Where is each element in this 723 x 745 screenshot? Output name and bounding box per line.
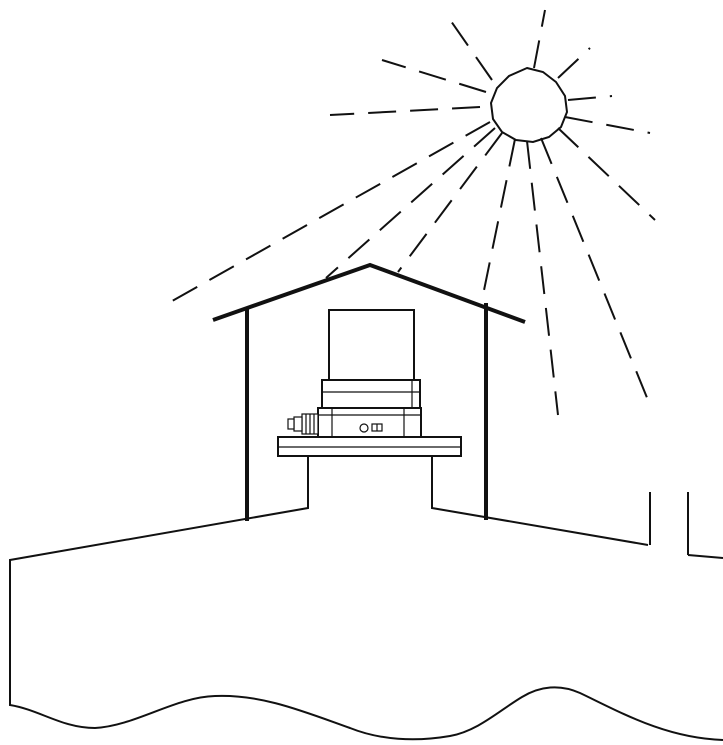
sun-ray <box>325 127 496 279</box>
sun-ray <box>397 132 503 273</box>
ground-right-segment <box>687 554 723 559</box>
mounting-table <box>277 436 462 457</box>
sun-rays <box>164 9 656 416</box>
sun-ray <box>164 121 491 306</box>
sun-ray <box>526 140 559 416</box>
sun-ray <box>381 59 487 93</box>
sun-ray <box>557 127 656 221</box>
sun-ray <box>540 137 651 406</box>
sun-ray <box>533 9 546 69</box>
sun-ray <box>557 47 591 79</box>
instrument <box>287 309 422 438</box>
instrument-body <box>321 379 421 409</box>
connector-icon <box>287 413 319 435</box>
instrument-cover <box>328 309 415 381</box>
instrument-base <box>317 407 422 438</box>
sun-ray <box>481 138 516 301</box>
sun <box>489 66 569 144</box>
sun-ray <box>445 13 493 81</box>
sun-ray <box>564 116 651 134</box>
sun-ray <box>567 95 613 101</box>
ground-outline <box>9 456 723 741</box>
shelter-walls <box>245 303 488 521</box>
chimney-pipe <box>649 492 689 555</box>
shelter-roof <box>212 262 526 324</box>
dial-icon <box>359 423 369 433</box>
sun-ray <box>329 106 481 116</box>
